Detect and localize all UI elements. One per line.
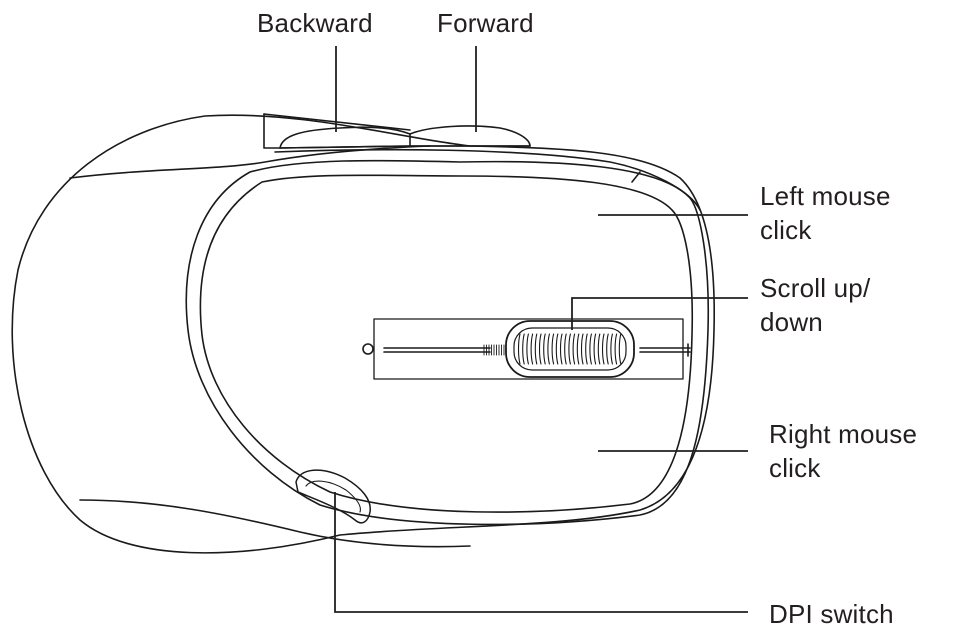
label-left-click-line2: click bbox=[760, 215, 812, 245]
dpi-switch[interactable] bbox=[295, 469, 371, 524]
wheel-ridge bbox=[593, 333, 597, 365]
wheel-ridge bbox=[534, 333, 538, 365]
wheel-ridge bbox=[564, 333, 567, 365]
wheel-ridge bbox=[568, 333, 571, 365]
wheel-ridge bbox=[597, 333, 601, 365]
label-left-click-line1: Left mouse bbox=[760, 181, 891, 211]
wheel-ridge bbox=[572, 333, 576, 365]
wheel-ridge bbox=[610, 333, 613, 365]
scroll-leader bbox=[571, 297, 748, 330]
label-scroll-line1: Scroll up/ bbox=[760, 273, 871, 303]
label-backward-text: Backward bbox=[257, 8, 373, 38]
wheel-ridge bbox=[551, 333, 555, 365]
wheel-ridge bbox=[614, 333, 618, 365]
wheel-ridge bbox=[543, 333, 546, 365]
backward-button[interactable] bbox=[263, 113, 411, 149]
wheel-ridge bbox=[589, 333, 592, 365]
label-right-click-line2: click bbox=[769, 453, 821, 483]
wheel-ridge bbox=[618, 333, 622, 365]
label-right-click-line1: Right mouse bbox=[769, 419, 918, 449]
grip-contour-top bbox=[69, 145, 431, 179]
wheel-ridge bbox=[576, 333, 580, 365]
inner-rim bbox=[185, 159, 710, 526]
forward-button[interactable] bbox=[409, 125, 531, 147]
label-scroll-line2: down bbox=[760, 307, 823, 337]
label-left-click: Left mouse click bbox=[760, 179, 891, 247]
label-forward: Forward bbox=[437, 6, 534, 40]
wheel-ridge bbox=[522, 333, 525, 365]
wheel-ridge bbox=[606, 333, 609, 365]
wheel-ridge bbox=[555, 333, 559, 365]
front-edge bbox=[274, 148, 701, 211]
label-right-click: Right mouse click bbox=[769, 417, 917, 485]
wheel-ridge bbox=[526, 333, 529, 365]
scroll-wheel-housing bbox=[362, 318, 691, 380]
button-surface bbox=[199, 174, 694, 513]
label-forward-text: Forward bbox=[437, 8, 534, 38]
wheel-ridge bbox=[585, 333, 588, 365]
label-backward: Backward bbox=[257, 6, 373, 40]
label-scroll: Scroll up/ down bbox=[760, 271, 870, 339]
wheel-ridge bbox=[547, 333, 550, 365]
wheel-ridge bbox=[538, 333, 542, 365]
dpi-leader bbox=[334, 492, 748, 613]
wheel-ridge bbox=[601, 333, 605, 365]
label-dpi-switch-text: DPI switch bbox=[769, 599, 894, 629]
mouse-body-outline bbox=[11, 114, 716, 554]
scroll-wheel[interactable] bbox=[483, 320, 635, 378]
wheel-ridge bbox=[530, 333, 534, 365]
label-dpi-switch: DPI switch bbox=[769, 597, 894, 631]
wheel-ridge bbox=[517, 333, 521, 365]
wheel-ridge bbox=[559, 333, 563, 365]
wheel-ridge bbox=[580, 333, 584, 365]
grip-contour-bottom bbox=[79, 499, 471, 548]
